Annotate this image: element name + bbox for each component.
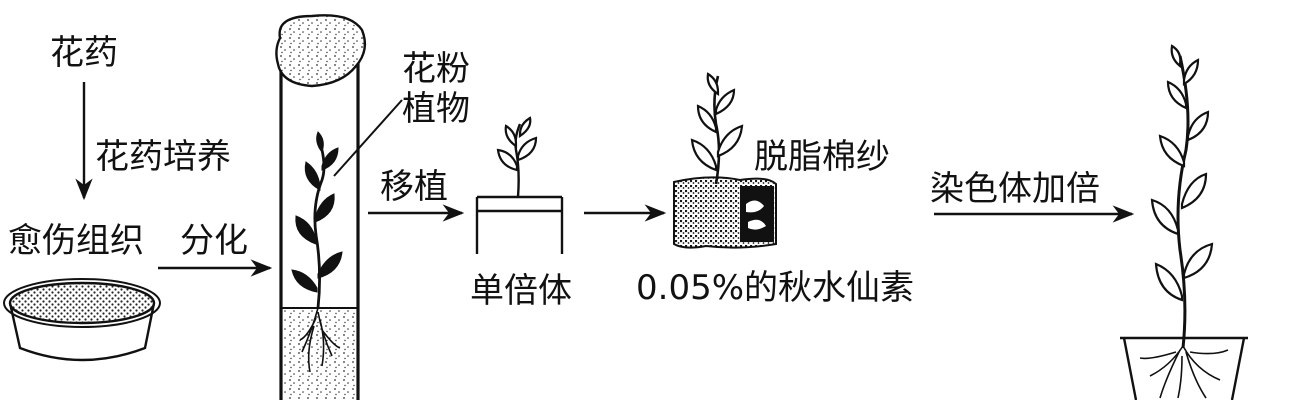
pollen-plant-label-line1: 花粉	[402, 49, 470, 89]
haploid-pot	[477, 197, 562, 254]
haploid-label: 单倍体	[470, 271, 572, 311]
anther-culture-label: 花药培养	[95, 137, 231, 177]
treated-plant	[692, 74, 742, 184]
pollen-plant-pointer	[334, 100, 402, 176]
gauze-block	[674, 177, 776, 247]
callus-culture	[10, 283, 154, 323]
doubled-plant	[1152, 46, 1212, 348]
anther-label: 花药	[50, 33, 118, 73]
differentiation-label: 分化	[180, 221, 248, 261]
cotton-plug	[276, 15, 365, 86]
callus-label: 愈伤组织	[8, 221, 144, 261]
transplant-label: 移植	[380, 167, 448, 207]
chromosome-doubling-label: 染色体加倍	[930, 169, 1100, 209]
degreased-gauze-label: 脱脂棉纱	[754, 137, 890, 177]
haploid-seedling	[498, 118, 536, 197]
pollen-plant-label-line2: 植物	[402, 89, 470, 129]
petri-dish	[4, 279, 160, 360]
colchicine-label: 0.05%的秋水仙素	[636, 268, 914, 308]
